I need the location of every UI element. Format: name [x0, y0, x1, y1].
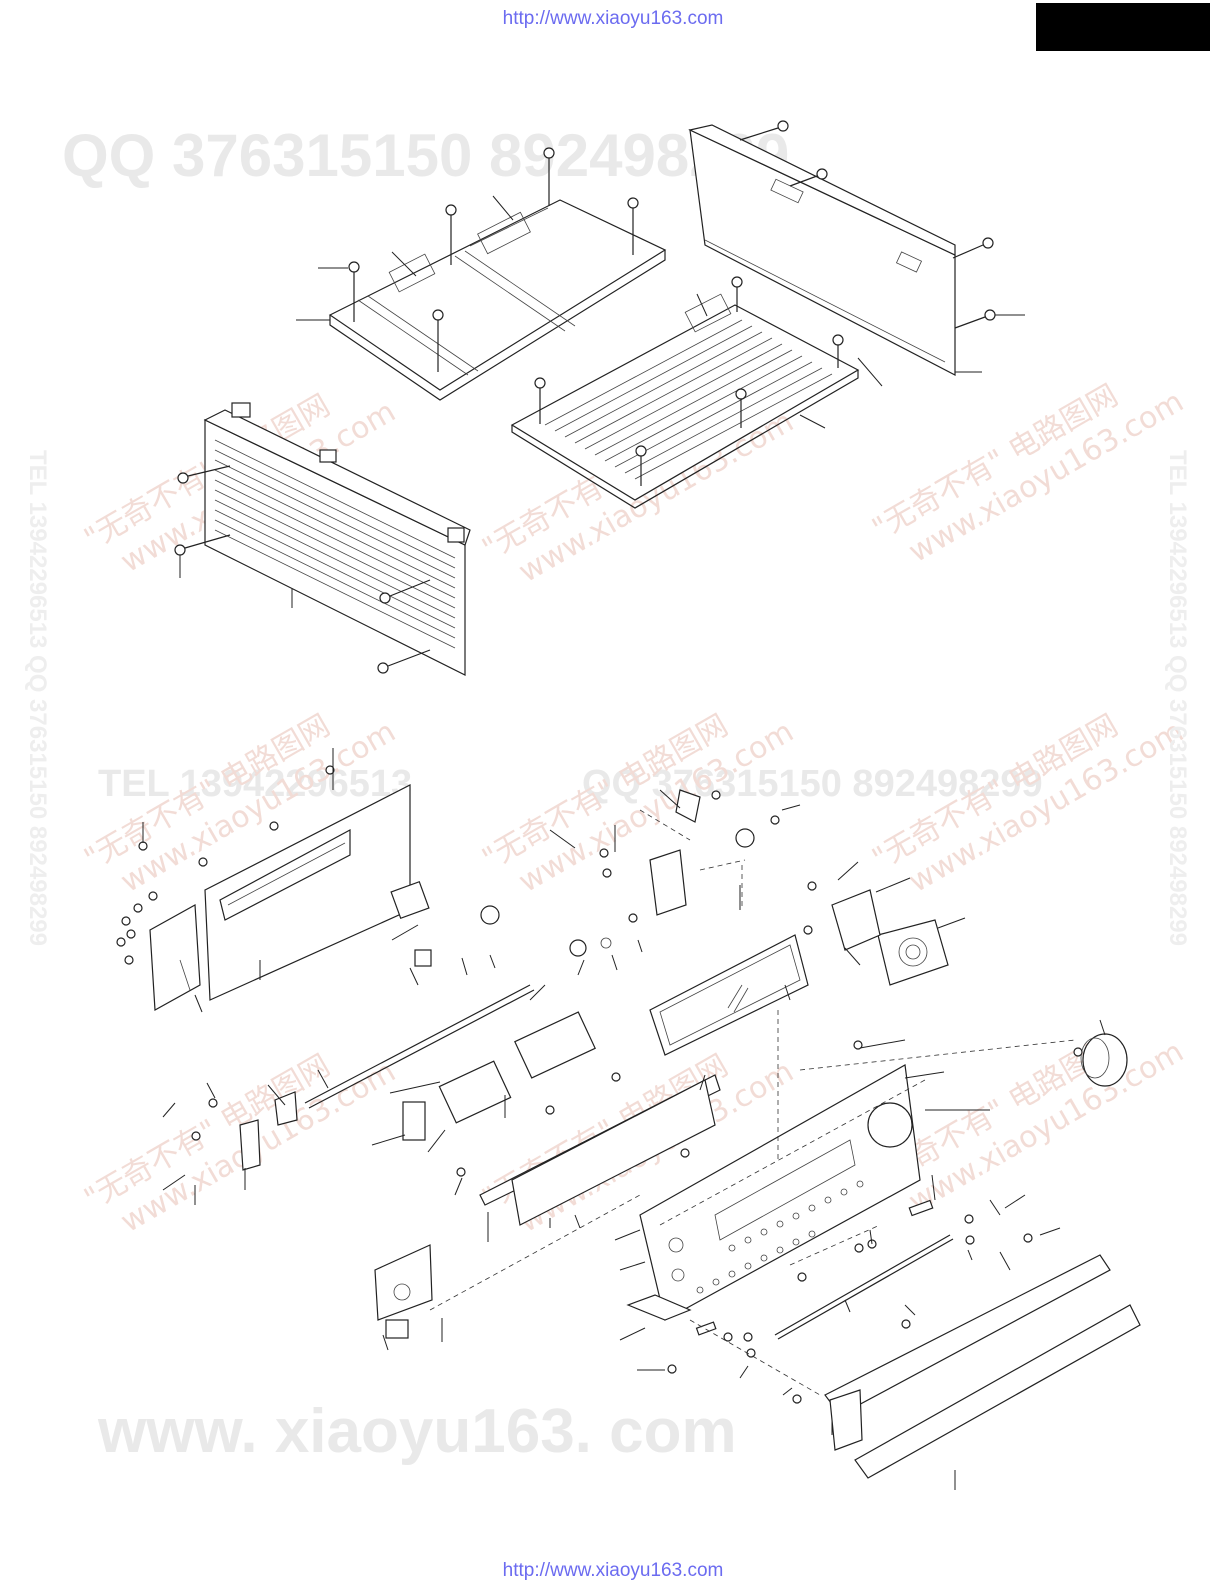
watermark-diag-7: "无奇不有" 电路图网 www.xiaoyu163.com: [79, 1048, 402, 1240]
panel-fins: [214, 439, 456, 649]
screw-icon: [854, 1243, 864, 1253]
cover-vent-slots: [544, 319, 833, 480]
watermark-qq-2: QQ 376315150 892498299: [582, 763, 1043, 805]
screw-icon: [667, 1364, 677, 1374]
page-tab-block: [1036, 3, 1210, 51]
upper-screws: [174, 120, 996, 674]
screw-icon: [545, 1105, 555, 1115]
top-url[interactable]: http://www.xiaoyu163.com: [502, 8, 724, 29]
screw-icon: [901, 1319, 911, 1329]
lower-leader-lines: [142, 748, 1106, 1490]
watermark-diag-9: "无奇不有" 电路图网 www.xiaoyu163.com: [867, 1028, 1190, 1220]
screw-icon: [743, 1332, 753, 1342]
display-window: [649, 934, 809, 1056]
screw-icon: [792, 1394, 802, 1404]
screw-icon: [635, 445, 647, 486]
watermark-tel: TEL 13942296513: [98, 763, 412, 805]
screw-icon: [191, 1131, 201, 1141]
screw-icon: [746, 1348, 756, 1358]
screw-icon: [208, 1098, 218, 1108]
jack-bracket: [374, 1244, 433, 1339]
screw-icon: [954, 309, 996, 329]
screw-icon: [628, 913, 638, 923]
upper-leader-lines: [179, 195, 1025, 608]
screw-icon: [121, 916, 131, 926]
screw-icon: [803, 925, 813, 935]
screw-icon: [445, 204, 457, 265]
screw-icon: [770, 815, 780, 825]
watermark-www: www. xiaoyu163. com: [97, 1397, 737, 1466]
left-side-panel: [203, 402, 471, 676]
screw-icon: [456, 1167, 466, 1177]
screw-icon: [138, 841, 148, 851]
screw-icon: [148, 891, 158, 901]
screw-icon: [1023, 1233, 1033, 1243]
screw-icon: [739, 120, 789, 141]
screw-icon: [534, 377, 546, 424]
push-switch-row: [402, 1011, 596, 1141]
screw-icon: [832, 334, 844, 368]
screw-icon: [965, 1235, 975, 1245]
volume-bracket: [831, 889, 949, 986]
svg-text:TEL 13942296513 QQ 376315150: TEL 13942296513 QQ 376315150 892498299: [1164, 450, 1191, 946]
front-panel: [626, 1064, 921, 1321]
screw-icon: [198, 857, 208, 867]
svg-text:TEL 13942296513 QQ 376315150: TEL 13942296513 QQ 376315150 892498299: [24, 450, 51, 946]
screw-icon: [124, 955, 134, 965]
screw-icon: [602, 868, 612, 878]
screw-icon: [377, 649, 431, 674]
screw-icon: [964, 1214, 974, 1224]
screw-icon: [116, 937, 126, 947]
watermark-side-right: TEL 13942296513 QQ 376315150 892498299: [1164, 450, 1191, 946]
watermark-qq: QQ 376315150 892498299: [62, 122, 789, 189]
screw-icon: [126, 929, 136, 939]
assembly-guide-lines: [429, 809, 1076, 1396]
rear-side-panel: [688, 124, 956, 376]
screw-icon: [735, 388, 747, 428]
screw-icon: [379, 579, 431, 604]
screw-icon: [680, 1148, 690, 1158]
top-cover-plate-left: [328, 199, 667, 401]
front-button-row: [696, 1180, 864, 1294]
watermark-side-left: TEL 13942296513 QQ 376315150 892498299: [24, 450, 51, 946]
screw-icon: [269, 821, 279, 831]
screw-icon: [731, 276, 743, 312]
screw-icon: [599, 848, 609, 858]
small-parts: [239, 789, 954, 1340]
screw-icon: [797, 1272, 807, 1282]
top-cover-plate-right: [510, 293, 860, 509]
control-shaft: [304, 984, 535, 1109]
screw-icon: [177, 465, 231, 484]
front-door-flap: [824, 1254, 1141, 1479]
screw-icon: [853, 1040, 863, 1050]
screw-icon: [807, 881, 817, 891]
screw-icon: [723, 1332, 733, 1342]
screw-icon: [611, 1072, 621, 1082]
screw-icon: [325, 765, 335, 775]
screw-icon: [789, 168, 828, 187]
bottom-url[interactable]: http://www.xiaoyu163.com: [502, 1560, 724, 1581]
screw-icon: [133, 903, 143, 913]
screw-icon: [627, 197, 639, 255]
lower-switch-bracket: [479, 1074, 721, 1226]
screw-icon: [711, 790, 721, 800]
screw-icon: [432, 309, 444, 372]
watermark-layer: QQ 376315150 892498299 TEL 13942296513 Q…: [24, 122, 1191, 1466]
lower-screws: [116, 765, 1033, 1404]
watermark-diag-3: "无奇不有" 电路图网 www.xiaoyu163.com: [867, 378, 1190, 570]
screw-icon: [348, 261, 360, 322]
screw-icon: [543, 147, 555, 206]
screw-icon: [952, 237, 994, 259]
